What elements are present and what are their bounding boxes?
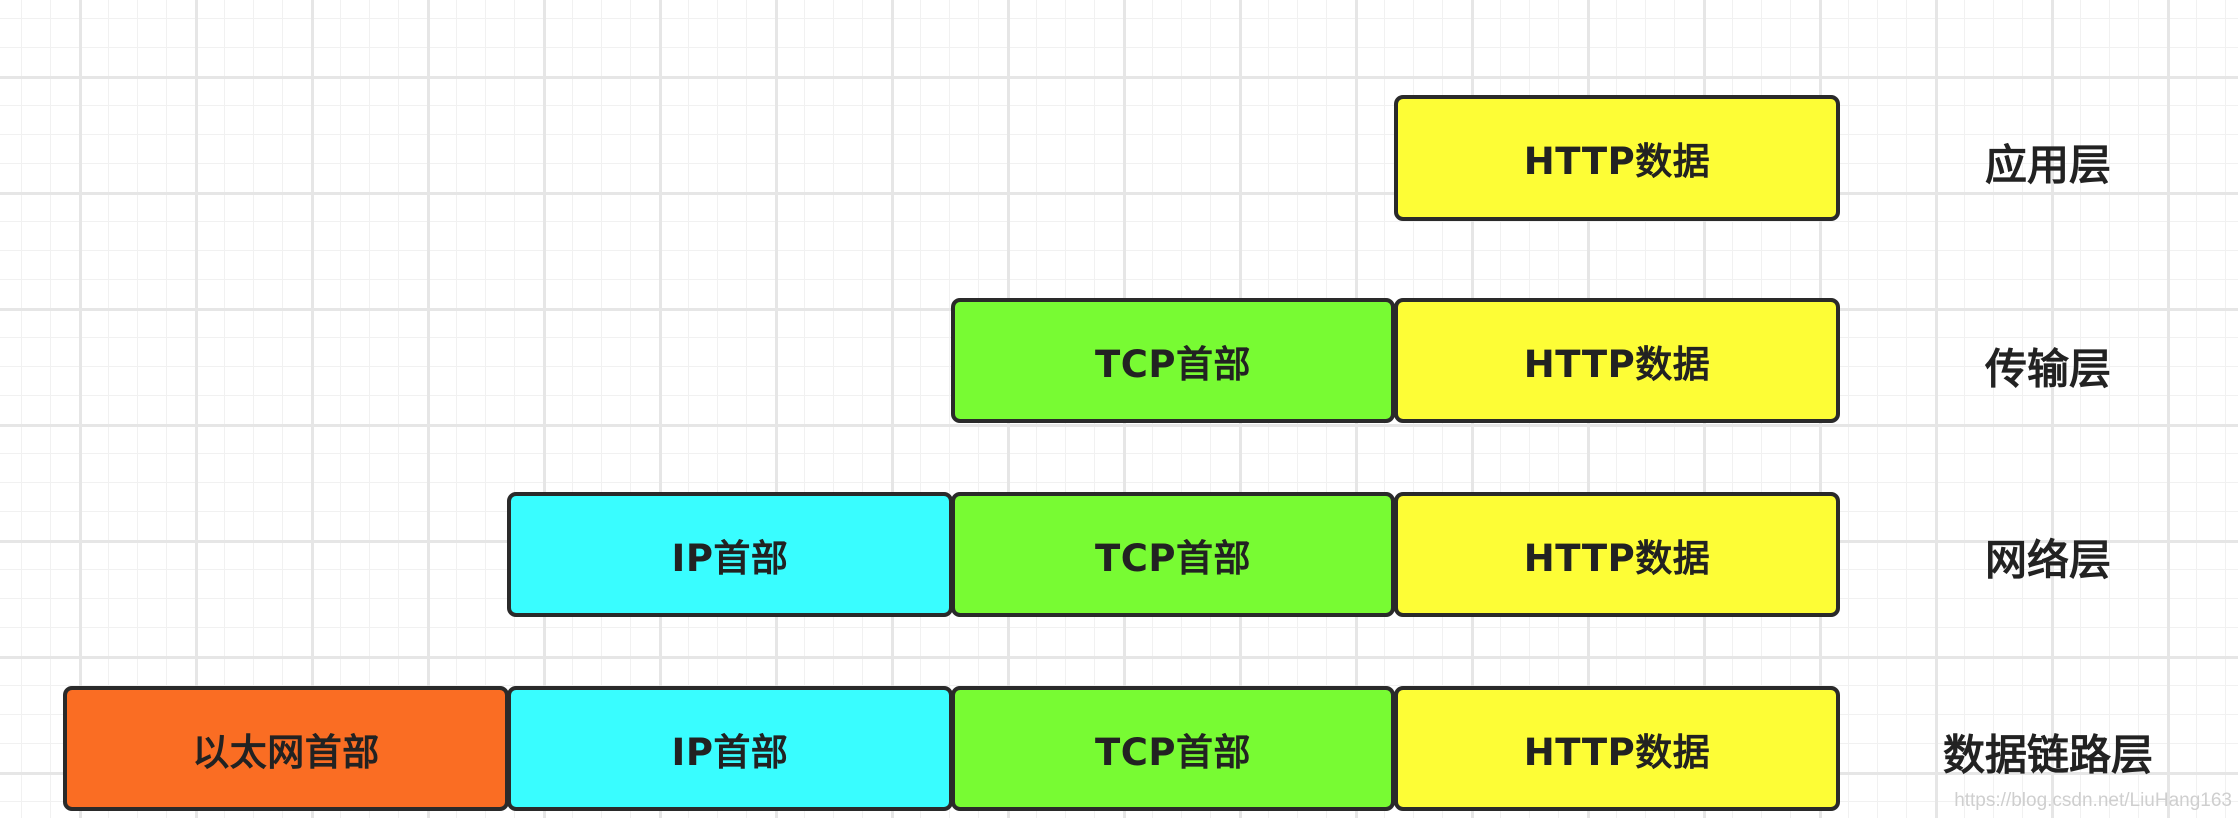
link-ip-header-block: IP首部 bbox=[507, 686, 953, 811]
link-ethernet-header-block: 以太网首部 bbox=[63, 686, 509, 811]
watermark: https://blog.csdn.net/LiuHang163 bbox=[1954, 790, 2232, 811]
network-layer-label: 网络层 bbox=[1984, 535, 2112, 585]
network-ip-header-block: IP首部 bbox=[507, 492, 953, 617]
link-tcp-header-block: TCP首部 bbox=[951, 686, 1395, 811]
transport-tcp-header-block: TCP首部 bbox=[951, 298, 1395, 423]
transport-layer-label: 传输层 bbox=[1984, 344, 2112, 394]
network-http-data-block: HTTP数据 bbox=[1394, 492, 1840, 617]
app-http-data-block: HTTP数据 bbox=[1394, 95, 1840, 221]
link-http-data-block: HTTP数据 bbox=[1394, 686, 1840, 811]
transport-http-data-block: HTTP数据 bbox=[1394, 298, 1840, 423]
application-layer-label: 应用层 bbox=[1984, 140, 2112, 190]
network-tcp-header-block: TCP首部 bbox=[951, 492, 1395, 617]
data-link-layer-label: 数据链路层 bbox=[1942, 730, 2154, 780]
